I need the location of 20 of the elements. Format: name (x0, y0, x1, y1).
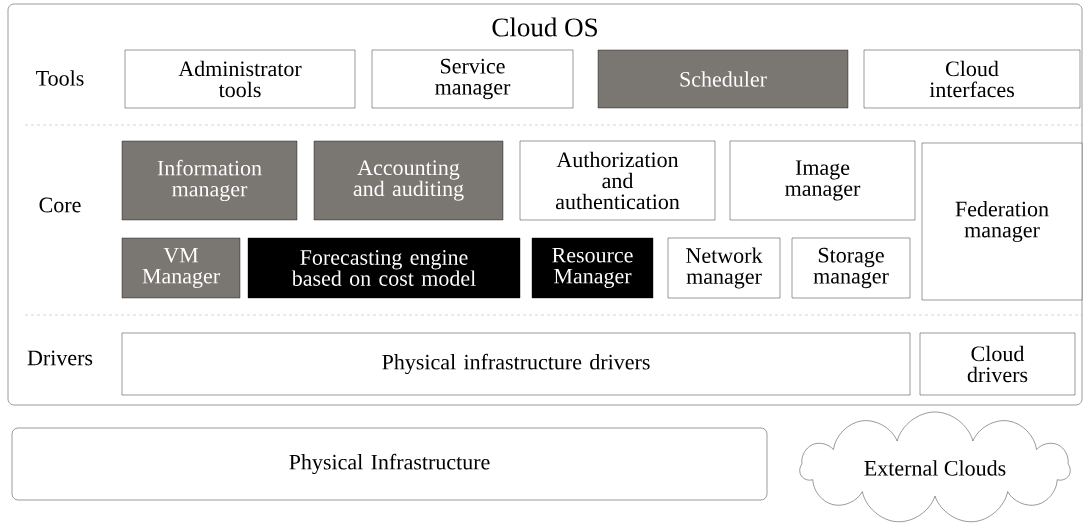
component-box: Cloud drivers (919, 332, 1076, 396)
component-box: Authorization and authentication (519, 140, 716, 221)
component-box: Accounting and auditing (313, 140, 504, 221)
component-box: Network manager (667, 237, 781, 299)
layer-label: Core (39, 197, 81, 213)
component-box: Federation manager (921, 142, 1083, 301)
layer-label: Tools (36, 70, 84, 86)
layer-label: Drivers (27, 350, 93, 366)
component-box: Storage manager (791, 237, 911, 299)
component-box: Administrator tools (124, 49, 356, 109)
component-box: Forecasting engine based on cost model (247, 237, 521, 299)
component-box: VM Manager (121, 237, 241, 299)
component-box: Service manager (371, 49, 574, 109)
component-box: Image manager (729, 140, 916, 221)
component-box: Scheduler (597, 49, 849, 109)
component-box: Information manager (121, 140, 298, 221)
infrastructure-box: Physical Infrastructure (11, 427, 768, 501)
component-box: Cloud interfaces (863, 49, 1081, 109)
component-box: Physical infrastructure drivers (121, 332, 911, 396)
component-box: Resource Manager (531, 237, 654, 299)
